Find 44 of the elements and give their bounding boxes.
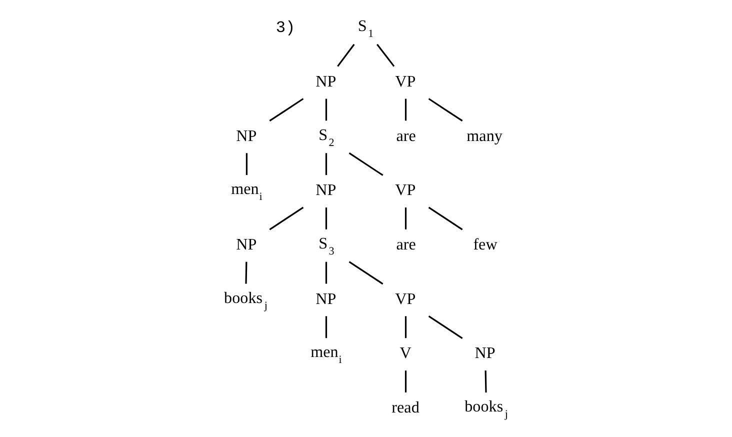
node-text: are (396, 128, 416, 145)
connector (245, 262, 248, 284)
connector (269, 98, 304, 122)
node-text: books$_{j}$ (464, 398, 508, 421)
node-text: men$_{i}$ (231, 181, 262, 204)
node-text: NP (236, 128, 257, 145)
connector (404, 316, 407, 338)
node-text: are (396, 236, 416, 254)
node-text: S$_{1}$ (358, 18, 374, 40)
node-text: few (473, 236, 498, 254)
node-text: NP (316, 73, 336, 90)
label: 3) (276, 19, 296, 38)
connector (348, 152, 384, 176)
connector (325, 98, 328, 121)
connector (376, 44, 395, 67)
node-text: read (392, 400, 420, 417)
connector (246, 153, 248, 176)
connector (484, 370, 487, 392)
connector (325, 153, 328, 176)
node-text: NP (316, 182, 336, 200)
connector (325, 262, 328, 284)
node-text: S$_{3}$ (318, 235, 334, 258)
connector (404, 370, 407, 392)
connector (337, 44, 355, 67)
connector (348, 261, 384, 285)
connector (428, 98, 463, 122)
node-text: V (400, 345, 412, 362)
node-text: VP (395, 290, 416, 308)
connector (404, 207, 407, 230)
connector (404, 98, 407, 121)
connector (325, 316, 328, 338)
connector (325, 207, 328, 230)
node-text: S$_{2}$ (318, 126, 334, 149)
node-text: NP (316, 290, 336, 308)
node-text: men$_{i}$ (310, 344, 342, 366)
node-text: NP (474, 345, 496, 362)
connector (428, 316, 463, 339)
node-text: VP (395, 73, 416, 90)
node-text: many (466, 128, 502, 145)
node-text: NP (236, 236, 257, 254)
node-text: VP (395, 182, 416, 200)
connector (269, 206, 304, 230)
connector (428, 206, 463, 230)
node-text: books$_{j}$ (224, 290, 268, 312)
